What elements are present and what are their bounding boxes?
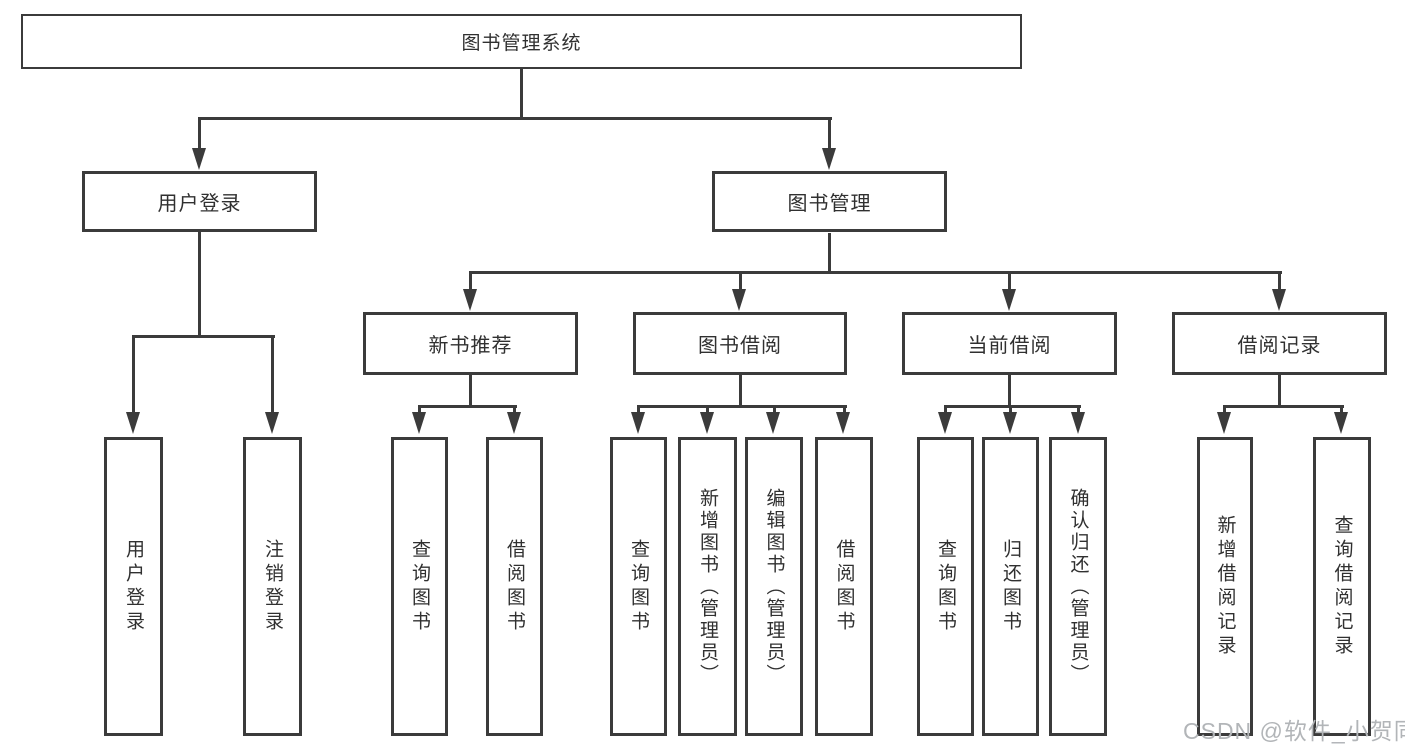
vline	[520, 69, 523, 118]
leaf-query-borrow-record: 查询借阅记录	[1313, 437, 1371, 736]
node-new-book-recommend-label: 新书推荐	[428, 335, 513, 357]
csdn-watermark: CSDN @软件_小贺同学	[1183, 718, 1405, 744]
node-user-login: 用户登录	[82, 171, 317, 232]
leaf-add-borrow-record: 新增借阅记录	[1197, 437, 1253, 736]
leaf-borrow-books-label: 借阅图书	[833, 538, 855, 635]
vline	[1077, 405, 1080, 415]
vline	[842, 405, 846, 415]
arrow-down-icon	[836, 412, 850, 434]
arrow-down-icon	[1271, 289, 1286, 311]
leaf-edit-book-admin: 编辑图书（管理员）	[745, 437, 803, 736]
node-book-borrow-label: 图书借阅	[698, 335, 782, 357]
arrow-down-icon	[1216, 412, 1231, 434]
leaf-confirm-return-admin-label: 确认归还（管理员）	[1067, 487, 1089, 686]
arrow-down-icon	[766, 412, 780, 434]
leaf-current-query-books: 查询图书	[917, 437, 974, 736]
vline	[772, 405, 776, 415]
hline	[418, 405, 517, 408]
vline	[828, 117, 831, 150]
hline	[944, 405, 1081, 408]
vline	[418, 405, 421, 415]
vline	[198, 232, 201, 337]
node-book-mgmt: 图书管理	[712, 171, 947, 232]
node-book-borrow: 图书借阅	[633, 312, 847, 375]
node-borrow-records: 借阅记录	[1172, 312, 1387, 375]
arrow-down-icon	[411, 412, 426, 434]
leaf-borrow-books: 借阅图书	[815, 437, 873, 736]
leaf-return-books: 归还图书	[982, 437, 1039, 736]
vline	[738, 271, 742, 295]
node-new-book-recommend: 新书推荐	[363, 312, 578, 375]
node-current-borrow-label: 当前借阅	[967, 335, 1052, 357]
leaf-add-borrow-record-label: 新增借阅记录	[1214, 514, 1236, 659]
arrow-down-icon	[630, 412, 645, 434]
leaf-recommend-borrow-books-label: 借阅图书	[504, 538, 525, 635]
vline	[738, 375, 742, 408]
arrow-down-icon	[821, 148, 836, 170]
leaf-confirm-return-admin: 确认归还（管理员）	[1049, 437, 1107, 736]
hline	[132, 335, 275, 338]
leaf-borrow-query-books: 查询图书	[610, 437, 667, 736]
node-user-login-label: 用户登录	[157, 193, 242, 215]
hline	[469, 271, 1282, 274]
arrow-down-icon	[506, 412, 521, 434]
vline	[271, 335, 274, 415]
vline	[1008, 375, 1011, 408]
vline	[706, 405, 709, 415]
node-root: 图书管理系统	[21, 14, 1022, 69]
node-borrow-records-label: 借阅记录	[1237, 335, 1322, 357]
leaf-logout-label: 注销登录	[262, 538, 283, 635]
arrow-down-icon	[1001, 289, 1016, 311]
vline	[944, 405, 947, 415]
vline	[1340, 405, 1343, 415]
vline	[1223, 405, 1226, 415]
leaf-user-login-label: 用户登录	[123, 538, 144, 635]
leaf-recommend-query-books-label: 查询图书	[409, 538, 430, 635]
arrow-down-icon	[937, 412, 952, 434]
arrow-down-icon	[1070, 412, 1085, 434]
leaf-edit-book-admin-label: 编辑图书（管理员）	[763, 487, 785, 686]
hline	[198, 117, 832, 120]
node-book-mgmt-label: 图书管理	[787, 193, 872, 215]
leaf-current-query-books-label: 查询图书	[935, 538, 956, 635]
arrow-down-icon	[699, 412, 714, 434]
arrow-down-icon	[264, 412, 279, 434]
arrow-down-icon	[125, 412, 140, 434]
leaf-recommend-query-books: 查询图书	[391, 437, 448, 736]
arrow-down-icon	[732, 289, 746, 311]
vline	[1278, 271, 1281, 295]
hline	[1223, 405, 1344, 408]
vline	[469, 375, 472, 408]
vline	[513, 405, 516, 415]
vline	[469, 271, 472, 295]
arrow-down-icon	[1002, 412, 1017, 434]
leaf-user-login: 用户登录	[104, 437, 163, 736]
vline	[198, 117, 201, 150]
vline	[1009, 405, 1012, 415]
hline	[637, 405, 847, 408]
vline	[1278, 375, 1281, 408]
node-root-label: 图书管理系统	[461, 33, 582, 54]
vline	[828, 233, 831, 273]
vline	[132, 335, 135, 415]
leaf-logout: 注销登录	[243, 437, 302, 736]
leaf-query-borrow-record-label: 查询借阅记录	[1331, 514, 1353, 659]
leaf-return-books-label: 归还图书	[1000, 538, 1021, 635]
leaf-borrow-query-books-label: 查询图书	[628, 538, 649, 635]
vline	[637, 405, 640, 415]
node-current-borrow: 当前借阅	[902, 312, 1117, 375]
arrow-down-icon	[191, 148, 206, 170]
leaf-add-book-admin: 新增图书（管理员）	[678, 437, 737, 736]
leaf-add-book-admin-label: 新增图书（管理员）	[697, 487, 718, 686]
arrow-down-icon	[462, 289, 477, 311]
arrow-down-icon	[1333, 412, 1348, 434]
leaf-recommend-borrow-books: 借阅图书	[486, 437, 543, 736]
vline	[1008, 271, 1011, 295]
